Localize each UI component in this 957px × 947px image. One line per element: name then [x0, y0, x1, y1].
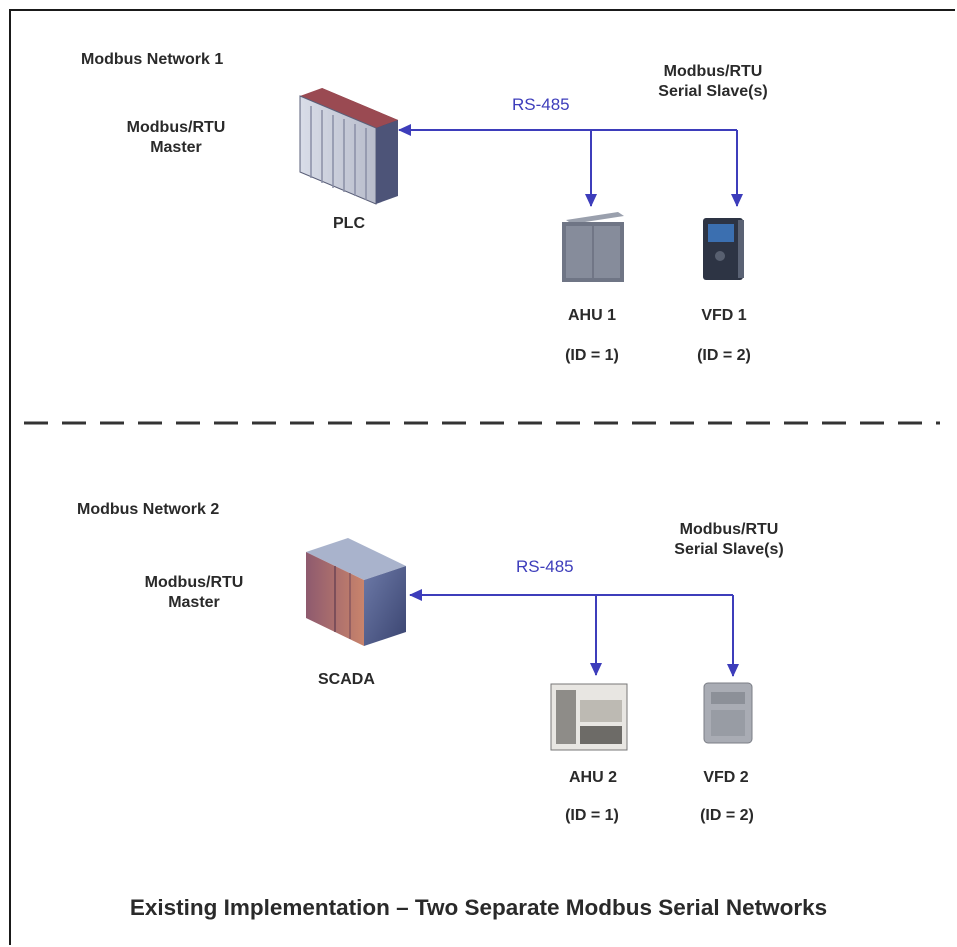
vfd-drive-icon: [703, 218, 744, 280]
network-1-slaves-label: Modbus/RTU Serial Slave(s): [658, 63, 768, 100]
vfd-1-label: VFD 1: [701, 307, 747, 324]
plc-label: PLC: [333, 215, 365, 232]
diagram-frame: [9, 9, 955, 945]
network-2-title: Modbus Network 2: [77, 501, 220, 518]
network-1-master-role: Modbus/RTU Master: [126, 119, 226, 156]
rs485-label-1: RS-485: [512, 95, 570, 114]
ahu-1-label: AHU 1: [567, 307, 616, 324]
figure-caption: Existing Implementation – Two Separate M…: [129, 895, 828, 920]
network-2-master-role: Modbus/RTU Master: [144, 574, 244, 611]
vfd-box-icon: [703, 682, 753, 744]
vfd-2-label: VFD 2: [703, 769, 749, 786]
ahu-2-id: (ID = 1): [565, 807, 619, 824]
ahu-cabinet-icon: [562, 212, 624, 282]
scada-icon: [306, 538, 406, 646]
rs485-bus-2: [409, 589, 739, 677]
network-2-slaves-label: Modbus/RTU Serial Slave(s): [674, 521, 784, 558]
vfd-2-id: (ID = 2): [700, 807, 754, 824]
scada-label: SCADA: [318, 671, 375, 688]
ahu-2-label: AHU 2: [568, 769, 617, 786]
rs485-label-2: RS-485: [516, 557, 574, 576]
rs485-bus-1: [398, 124, 743, 207]
vfd-1-id: (ID = 2): [697, 347, 751, 364]
plc-icon: [299, 88, 398, 205]
ahu-unit-icon: [550, 683, 628, 751]
network-1-title: Modbus Network 1: [81, 51, 224, 68]
ahu-1-id: (ID = 1): [565, 347, 619, 364]
